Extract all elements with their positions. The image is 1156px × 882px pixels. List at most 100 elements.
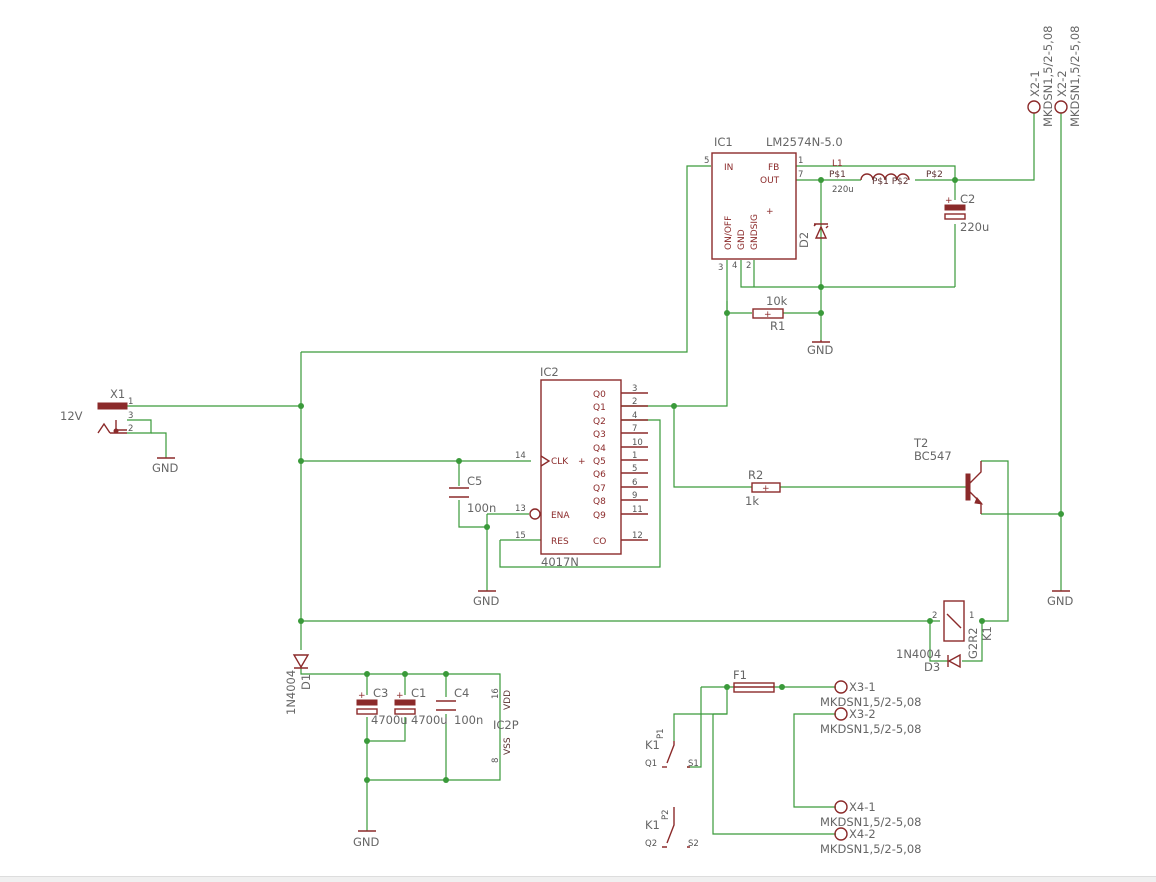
- d3-diode[interactable]: 1N4004 D3: [896, 647, 961, 674]
- wire-ic2p-loop: [300, 668, 501, 781]
- wire-x1-pins: [127, 419, 152, 434]
- ic2-pin-clk: CLK: [551, 457, 569, 467]
- x3-1-terminal: [834, 680, 848, 694]
- k1-contact-2-switch: [662, 807, 690, 848]
- ic2-pin-q0: Q0: [593, 390, 606, 400]
- c3-plus: +: [358, 691, 366, 701]
- pin-number: 16: [491, 688, 501, 699]
- ic2p-vdd: VDD: [503, 690, 513, 710]
- ic1-plus: +: [766, 207, 774, 217]
- x4-connector[interactable]: X4-1 MKDSN1,5/2-5,08 X4-2 MKDSN1,5/2-5,0…: [820, 800, 921, 856]
- wire-to-ic1-in: [301, 165, 711, 353]
- r1-mark: +: [764, 310, 772, 320]
- x2-connector[interactable]: X2-1 MKDSN1,5/2-5,08 X2-2 MKDSN1,5/2-5,0…: [1027, 26, 1082, 127]
- wire-s1: [687, 687, 702, 768]
- l1-inductor[interactable]: L1 P$1 220u P$1 P$2 P$2: [829, 159, 943, 195]
- c2-capacitor[interactable]: + C2 220u: [944, 192, 989, 234]
- gnd-label: GND: [152, 461, 179, 475]
- d1-diode[interactable]: 1N4004 D1: [284, 654, 313, 715]
- pin-number: 4: [732, 261, 737, 271]
- d3-name: D3: [924, 660, 940, 674]
- x4-2-label: X4-2: [849, 827, 876, 841]
- ic2-pin-q4: Q4: [593, 444, 606, 454]
- junction: [364, 671, 370, 677]
- f1-fuse[interactable]: F1: [733, 668, 775, 693]
- r1-resistor[interactable]: + 10k R1: [752, 294, 788, 333]
- pin-number: 3: [718, 263, 723, 273]
- ic1-body: [711, 152, 797, 260]
- c5-capacitor[interactable]: C5 100n: [449, 474, 496, 515]
- junction: [818, 310, 824, 316]
- x3-2-type: MKDSN1,5/2-5,08: [820, 722, 921, 736]
- c5-plates: [449, 487, 469, 498]
- pin-number: 2: [128, 424, 133, 434]
- pin-number: 2: [932, 611, 937, 621]
- d3-value: 1N4004: [896, 647, 941, 661]
- d2-diode[interactable]: D2: [797, 223, 829, 248]
- wire-d3-right: [962, 621, 983, 662]
- pin-number: 2: [746, 261, 751, 271]
- k1-body: [943, 600, 965, 642]
- ic2-pin-q9: Q9: [593, 511, 606, 521]
- ic2-name: IC2: [540, 365, 559, 379]
- junction: [979, 618, 985, 624]
- ic2p-name: IC2P: [493, 718, 519, 732]
- x3-2-terminal: [834, 707, 848, 721]
- c5-name: C5: [467, 474, 482, 488]
- x2-1-label: X2-1: [1028, 70, 1042, 97]
- wire-t2-collector: [981, 460, 1009, 622]
- pin-number: 14: [515, 451, 526, 461]
- wire-x4-2: [712, 714, 836, 835]
- c4-capacitor[interactable]: C4 100n: [436, 686, 483, 727]
- k1-contact-1-q-label: Q1: [645, 759, 657, 769]
- x2-2-terminal: [1054, 100, 1068, 114]
- junction: [818, 284, 824, 290]
- c3-plate-top: [356, 699, 378, 706]
- ic2-pin-q1: Q1: [593, 403, 606, 413]
- k1-contact-2-p: P2: [661, 809, 671, 820]
- ic2-counter[interactable]: IC2 4017N CLK ENA RES + 14 13 15 Q03Q12Q…: [515, 365, 648, 569]
- k1-contact-1-s-label: S1: [688, 759, 699, 769]
- c1-capacitor[interactable]: + C1 4700u: [394, 686, 448, 727]
- gnd-symbol-x1: GND: [152, 457, 179, 475]
- x1-power-jack[interactable]: X1 12V 1 3 2: [60, 387, 133, 434]
- d1-symbol: [292, 654, 310, 669]
- junction: [952, 177, 958, 183]
- pin-number: 7: [798, 170, 803, 180]
- x3-connector[interactable]: X3-1 MKDSN1,5/2-5,08 X3-2 MKDSN1,5/2-5,0…: [820, 680, 921, 736]
- gnd-symbol-ic2: GND: [473, 590, 500, 608]
- x1-dot: [113, 428, 119, 434]
- gnd-bar: [812, 340, 830, 343]
- wire-p1: [673, 687, 728, 741]
- k1-contact-1-p: P1: [656, 728, 666, 739]
- ic2-pin-q5: Q5: [593, 457, 606, 467]
- c3-value: 4700u: [371, 713, 408, 727]
- ic2-value: 4017N: [541, 555, 579, 569]
- t2-transistor[interactable]: T2 BC547: [913, 436, 984, 514]
- junction: [818, 177, 824, 183]
- ic2-clk-triangle: [540, 455, 551, 467]
- wire-c5-bottom: [458, 500, 487, 528]
- c4-value: 100n: [454, 713, 483, 727]
- junction: [298, 403, 304, 409]
- pin-number: 1: [798, 156, 803, 166]
- ic2-pin-q8: Q8: [593, 497, 606, 507]
- gnd-label: GND: [473, 594, 500, 608]
- junction: [671, 403, 677, 409]
- c3-capacitor[interactable]: + C3 4700u: [356, 686, 408, 727]
- l1-name: L1: [832, 159, 843, 169]
- k1-contact-2[interactable]: K1 P2 Q2 S2: [645, 807, 699, 849]
- r2-mark: +: [762, 484, 770, 494]
- ic2p-power-pins[interactable]: 16 VDD IC2P VSS 8: [491, 688, 519, 763]
- x2-1-terminal: [1027, 100, 1041, 114]
- ic1-regulator[interactable]: IC1 LM2574N-5.0 IN FB OUT ON/OFF GND GND…: [704, 135, 843, 273]
- c3-plate-bottom: [356, 708, 378, 715]
- k1-contact-1[interactable]: K1 P1 Q1 S1: [645, 728, 699, 769]
- r2-resistor[interactable]: + R2 1k: [745, 468, 781, 508]
- k1-relay-coil[interactable]: 2 1 G2R2 K1: [932, 600, 994, 659]
- c4-plates: [436, 700, 456, 711]
- pin-number: 15: [515, 531, 526, 541]
- r2-body: [751, 482, 781, 493]
- pin-number: 4: [632, 411, 637, 421]
- junction: [456, 458, 462, 464]
